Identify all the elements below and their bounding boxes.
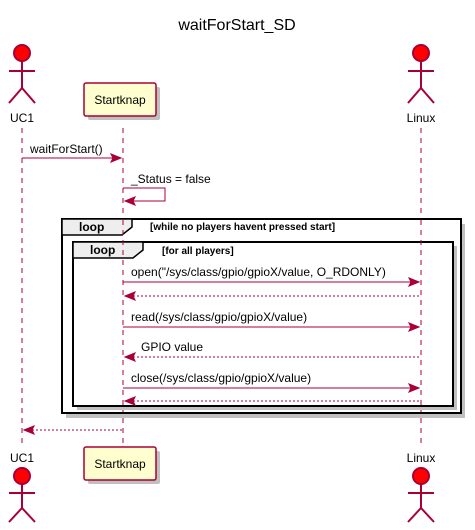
participant-box <box>83 446 157 481</box>
loop-condition: [for all players] <box>162 246 234 257</box>
message-waitforstart: waitForStart() <box>22 142 123 163</box>
message-read: read(/sys/class/gpio/gpioX/value) <box>123 310 421 332</box>
message-gpio-value: GPIO value <box>123 340 421 362</box>
message-close-return <box>123 396 421 406</box>
actor-uc1-label: UC1 <box>10 451 34 465</box>
message-status-false: _Status = false <box>123 172 211 206</box>
loop-frame-inner: loop [for all players] <box>72 241 457 410</box>
message-open-return <box>123 291 421 301</box>
message-close: close(/sys/class/gpio/gpioX/value) <box>123 371 421 393</box>
actor-head-icon <box>13 44 31 62</box>
loop-condition: [while no players havent pressed start] <box>150 222 335 233</box>
actor-head-icon <box>13 467 31 485</box>
actor-uc1-bottom: UC1 <box>8 451 36 523</box>
message-label: _Status = false <box>130 172 211 186</box>
actor-uc1-label: UC1 <box>10 111 34 125</box>
message-open: open("/sys/class/gpio/gpioX/value, O_RDO… <box>123 265 421 287</box>
actor-linux-label: Linux <box>407 451 436 465</box>
actor-linux-label: Linux <box>407 111 436 125</box>
diagram-title: waitForStart_SD <box>177 17 295 34</box>
participant-startknap-label: Startknap <box>94 93 146 107</box>
message-label: waitForStart() <box>29 142 103 156</box>
loop-frame-tab <box>61 218 133 236</box>
message-label: open("/sys/class/gpio/gpioX/value, O_RDO… <box>131 265 386 279</box>
actor-uc1-top: UC1 <box>8 44 36 125</box>
loop-keyword: loop <box>90 243 115 257</box>
message-label: read(/sys/class/gpio/gpioX/value) <box>131 310 307 324</box>
loop-keyword: loop <box>79 220 104 234</box>
participant-startknap-bottom: Startknap <box>83 446 160 484</box>
participant-startknap-label: Startknap <box>94 457 146 471</box>
loop-frame-border <box>72 241 454 407</box>
message-return-uc1 <box>22 425 123 435</box>
participant-box <box>83 82 157 117</box>
actor-head-icon <box>412 467 430 485</box>
participant-startknap-top: Startknap <box>83 82 160 120</box>
message-label: close(/sys/class/gpio/gpioX/value) <box>131 371 311 385</box>
actor-head-icon <box>412 44 430 62</box>
actor-linux-bottom: Linux <box>407 451 436 523</box>
actor-linux-top: Linux <box>407 44 436 125</box>
loop-frame-tab <box>72 241 144 259</box>
message-label: GPIO value <box>141 340 203 354</box>
loop-frame-border <box>61 218 462 414</box>
